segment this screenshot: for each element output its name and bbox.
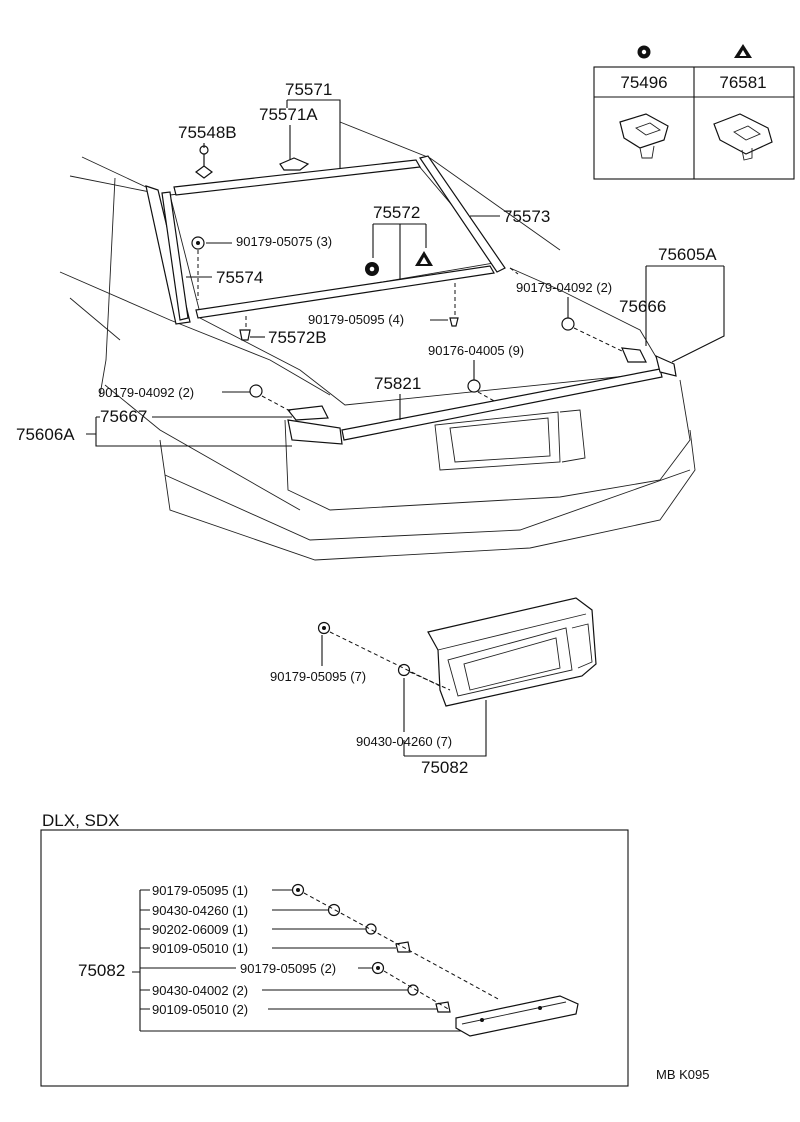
dlx-washer-3-icon [407,984,419,996]
dlx-part-6: 90109-05010 (2) [152,1002,248,1017]
dlx-part-4: 90179-05095 (2) [240,961,336,976]
label-90179-04092-left: 90179-04092 (2) [98,385,194,400]
label-90179-05095-upper: 90179-05095 (4) [308,312,404,327]
moulding-75572 [195,265,495,319]
end-piece-75605A [655,354,677,377]
moulding-75573 [419,155,506,273]
car-body [59,121,696,561]
dlx-washer-2-icon [365,923,377,935]
dlx-part-0: 90179-05095 (1) [152,883,248,898]
footer-code: MB K095 [656,1067,709,1082]
label-75571: 75571 [285,80,332,99]
label-75821: 75821 [374,374,421,393]
dlx-sdx-section: DLX, SDX 75082 90179-05095 (1) 90430-042… [40,811,629,1087]
moulding-75574 [161,191,189,321]
label-75548B: 75548B [178,123,237,142]
label-75082-dlx: 75082 [78,961,125,980]
label-75667: 75667 [100,407,147,426]
nut-90179-04092-right-icon [561,317,575,331]
label-90179-04092-right: 90179-04092 (2) [516,280,612,295]
clip-legend-table: 75496 76581 [593,44,795,180]
label-75573: 75573 [503,207,550,226]
dlx-sdx-frame [40,829,629,1087]
clip-76581-drawing [713,113,773,161]
dlx-sdx-title: DLX, SDX [42,811,119,830]
dlx-washer-1-icon [327,903,341,917]
nut-90176-04005-icon [467,379,481,393]
bracket-75667 [286,405,329,421]
legend-part-76581: 76581 [719,73,766,92]
moulding-75571 [173,159,421,196]
dlx-part-2: 90202-06009 (1) [152,922,248,937]
label-90176-04005: 90176-04005 (9) [428,343,524,358]
dlx-part-1: 90430-04260 (1) [152,903,248,918]
bracket-75666 [621,347,647,363]
dlx-screw-2-icon [435,1001,451,1013]
legend-part-75496: 75496 [620,73,667,92]
label-75574: 75574 [216,268,263,287]
label-75606A: 75606A [16,425,75,444]
label-90179-05075: 90179-05075 (3) [236,234,332,249]
moulding-75821 [341,368,663,441]
clip-75571A-drawing [279,157,310,171]
label-75666: 75666 [619,297,666,316]
clip-75496-drawing [619,113,669,159]
clip-90179-05095-icon [449,317,459,327]
dlx-part-5: 90430-04002 (2) [152,983,248,998]
garnish-75082-drawing [427,597,597,707]
dlx-garnish-drawing [455,995,579,1037]
end-piece-75606A [287,419,343,445]
upper-labels: 75571 75571A 75548B 75572 75573 90179-05… [16,80,725,447]
dlx-part-3: 90109-05010 (1) [152,941,248,956]
garnish-assembly: 90179-05095 (7) 90430-04260 (7) 75082 [270,597,597,777]
label-75605A: 75605A [658,245,717,264]
label-75572B: 75572B [268,328,327,347]
label-75571A: 75571A [259,105,318,124]
clip-75572B-icon [239,329,251,341]
nut-90179-04092-left-icon [249,384,263,398]
label-75082-mid: 75082 [421,758,468,777]
label-90179-05095-mid: 90179-05095 (7) [270,669,366,684]
label-75572: 75572 [373,203,420,222]
circle-symbol-center [641,49,647,55]
